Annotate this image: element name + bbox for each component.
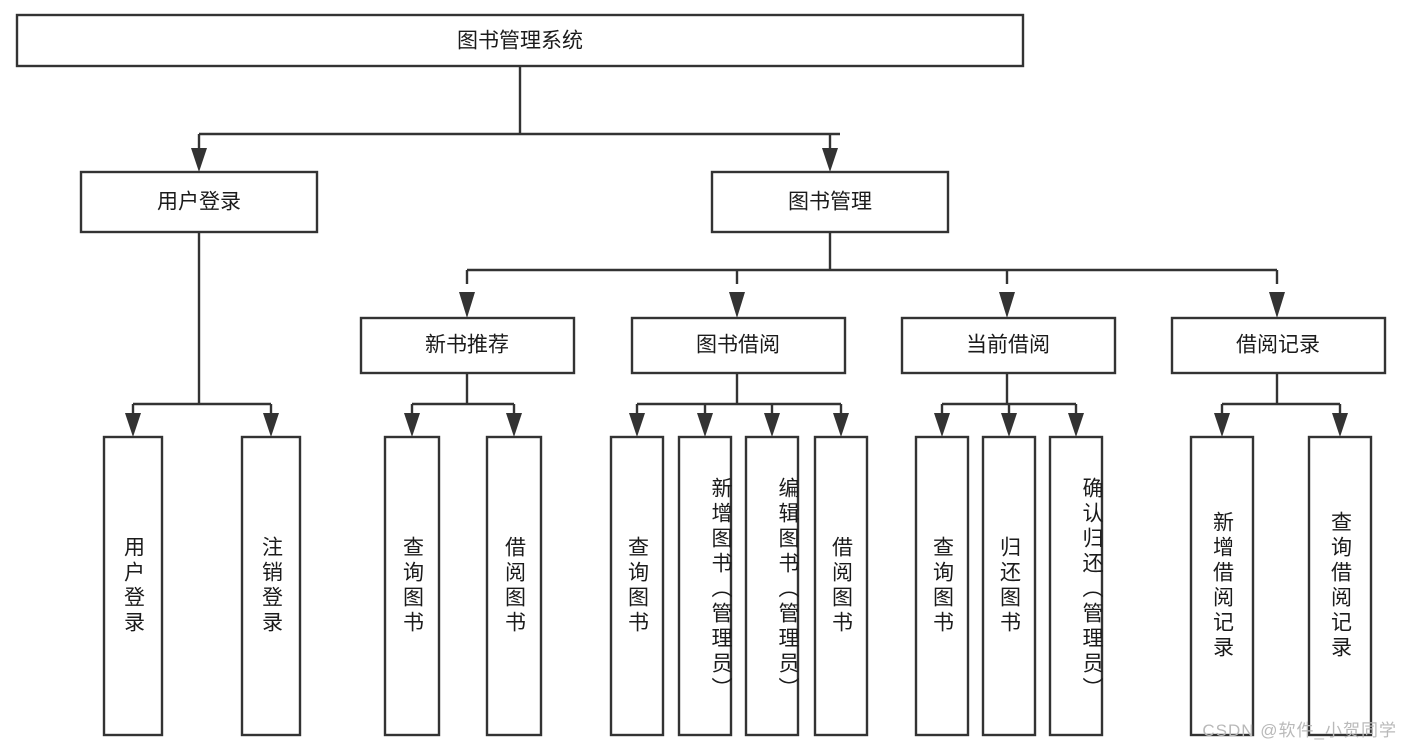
arrow-icon-leaf-query-book-2 <box>629 413 645 437</box>
node-leaf-add-book[interactable] <box>677 435 733 737</box>
node-leaf-borrow-book-2[interactable] <box>813 435 869 737</box>
arrow-icon-leaf-query-book-3 <box>934 413 950 437</box>
arrow-icon-leaf-borrow-book-1 <box>506 413 522 437</box>
node-new-book-rec[interactable] <box>359 316 576 375</box>
node-layer: 图书管理系统 用户登录 图书管理 新书推荐 图书借阅 当前借阅 借阅记录 <box>15 13 1387 737</box>
node-leaf-edit-book[interactable] <box>744 435 800 737</box>
arrow-icon-leaf-user-login <box>125 413 141 437</box>
node-leaf-logout[interactable] <box>240 435 302 737</box>
node-leaf-borrow-book-1[interactable] <box>485 435 543 737</box>
node-leaf-user-login[interactable] <box>102 435 164 737</box>
node-leaf-query-book-2[interactable] <box>609 435 665 737</box>
node-user-login-label: 用户登录 <box>157 191 241 214</box>
node-leaf-return-book[interactable] <box>981 435 1037 737</box>
arrow-icon-leaf-confirm-return <box>1068 413 1084 437</box>
arrow-icon-new-book-rec <box>459 292 475 318</box>
arrow-icon-leaf-query-record <box>1332 413 1348 437</box>
arrow-icon-leaf-logout <box>263 413 279 437</box>
node-borrow-record[interactable] <box>1170 316 1387 375</box>
arrow-icon-borrow-record <box>1269 292 1285 318</box>
arrow-icon-leaf-borrow-book-2 <box>833 413 849 437</box>
node-root[interactable] <box>15 13 1025 68</box>
node-borrow-record-label: 借阅记录 <box>1236 334 1320 357</box>
arrow-icon-leaf-add-book <box>697 413 713 437</box>
node-root-label: 图书管理系统 <box>457 30 583 53</box>
node-book-manage-label: 图书管理 <box>788 191 872 214</box>
arrow-icon-current-borrow <box>999 292 1015 318</box>
csdn-watermark: CSDN @软件_小贺同学 <box>1202 721 1397 740</box>
node-new-book-rec-label: 新书推荐 <box>425 334 509 357</box>
node-leaf-query-book-3[interactable] <box>914 435 970 737</box>
node-leaf-query-record[interactable] <box>1307 435 1373 737</box>
arrow-icon-book-borrow <box>729 292 745 318</box>
node-book-manage[interactable] <box>710 170 950 234</box>
arrow-icon-leaf-add-record <box>1214 413 1230 437</box>
arrow-icon-book-manage <box>822 148 838 172</box>
node-leaf-add-record[interactable] <box>1189 435 1255 737</box>
node-leaf-confirm-return[interactable] <box>1048 435 1104 737</box>
arrow-icon-user-login <box>191 148 207 172</box>
arrow-icon-leaf-return-book <box>1001 413 1017 437</box>
node-book-borrow[interactable] <box>630 316 847 375</box>
node-current-borrow-label: 当前借阅 <box>966 334 1050 357</box>
arrow-icon-leaf-edit-book <box>764 413 780 437</box>
node-book-borrow-label: 图书借阅 <box>696 334 780 357</box>
node-current-borrow[interactable] <box>900 316 1117 375</box>
node-user-login[interactable] <box>79 170 319 234</box>
connector-layer <box>125 66 1348 437</box>
arrow-icon-leaf-query-book-1 <box>404 413 420 437</box>
node-leaf-query-book-1[interactable] <box>383 435 441 737</box>
